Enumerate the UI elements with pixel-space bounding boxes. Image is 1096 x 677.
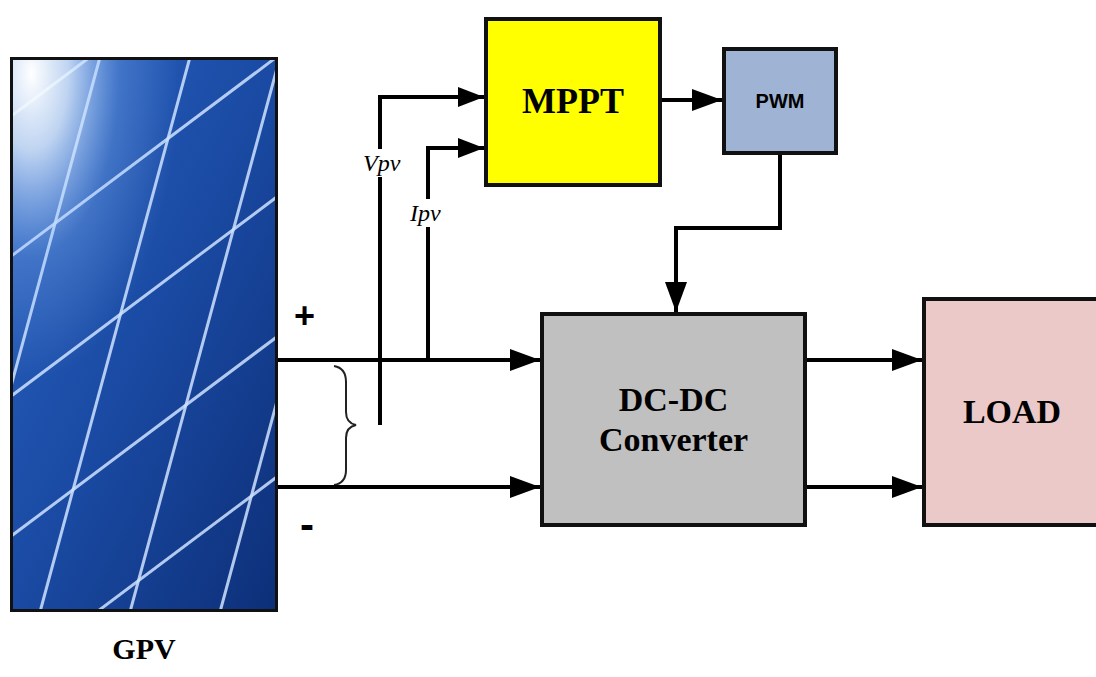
flow-arrow	[278, 358, 540, 362]
mppt-box: MPPT	[484, 17, 662, 187]
load-box: LOAD	[922, 297, 1096, 527]
signal-name: Vpv	[361, 149, 402, 177]
panel-caption: GPV	[10, 632, 278, 667]
flow-arrow	[807, 485, 922, 489]
box-label: MPPT	[522, 81, 624, 122]
flow-arrow	[807, 358, 922, 362]
solar-panel-picture	[0, 0, 460, 677]
box-label: DC-DC Converter	[579, 380, 769, 458]
flow-arrow	[278, 485, 540, 489]
pwm-box: PWM	[722, 47, 838, 155]
polarity-sign: +	[294, 296, 315, 336]
signal-name: Ipv	[408, 199, 443, 227]
converter-box: DC-DC Converter	[540, 312, 807, 527]
current-sense-line	[428, 148, 484, 360]
box-label: LOAD	[963, 392, 1061, 431]
voltage-sense-line	[380, 97, 484, 425]
bracket	[334, 366, 356, 485]
polarity-sign: -	[300, 502, 314, 548]
solar-panel: GPV	[10, 57, 278, 612]
flow-arrow	[676, 155, 780, 312]
box-label: PWM	[756, 90, 805, 113]
flow-arrow	[662, 98, 722, 102]
